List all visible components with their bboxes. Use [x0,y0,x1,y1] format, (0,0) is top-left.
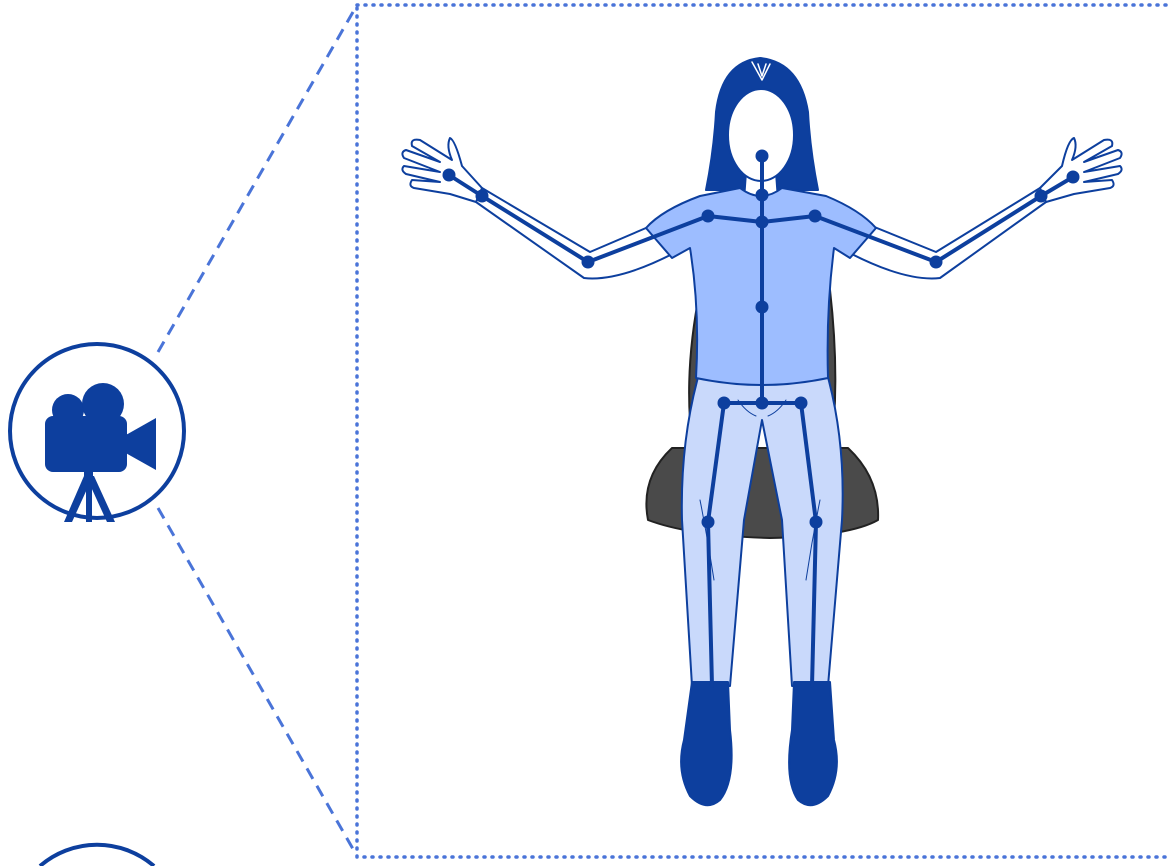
joint-hdL [443,169,456,182]
joint-elL [582,256,595,269]
joint-hdR [1067,171,1080,184]
camera-view-lines [158,5,357,856]
joint-hipR [795,397,808,410]
joint-wrR [1035,190,1048,203]
hand-right [1040,138,1122,202]
joint-pelvis [756,397,769,410]
arm-right [844,188,1046,278]
view-line-upper [158,5,357,352]
boot-left [681,682,732,805]
joint-shL [702,210,715,223]
view-line-lower [158,508,357,856]
joint-nose [756,150,769,163]
joint-chest [756,216,769,229]
joint-shR [809,210,822,223]
joint-hipL [718,397,731,410]
bone-elR-wrR [936,196,1041,262]
joint-wrL [476,190,489,203]
bone-elL-wrL [482,196,588,262]
joint-spine [756,301,769,314]
boot-right [789,682,837,805]
joint-elR [930,256,943,269]
camera-badge [10,344,184,522]
circle-icon [40,845,154,866]
hand-left [402,138,482,202]
joint-knL [702,516,715,529]
joint-knR [810,516,823,529]
joint-neck [756,189,769,202]
